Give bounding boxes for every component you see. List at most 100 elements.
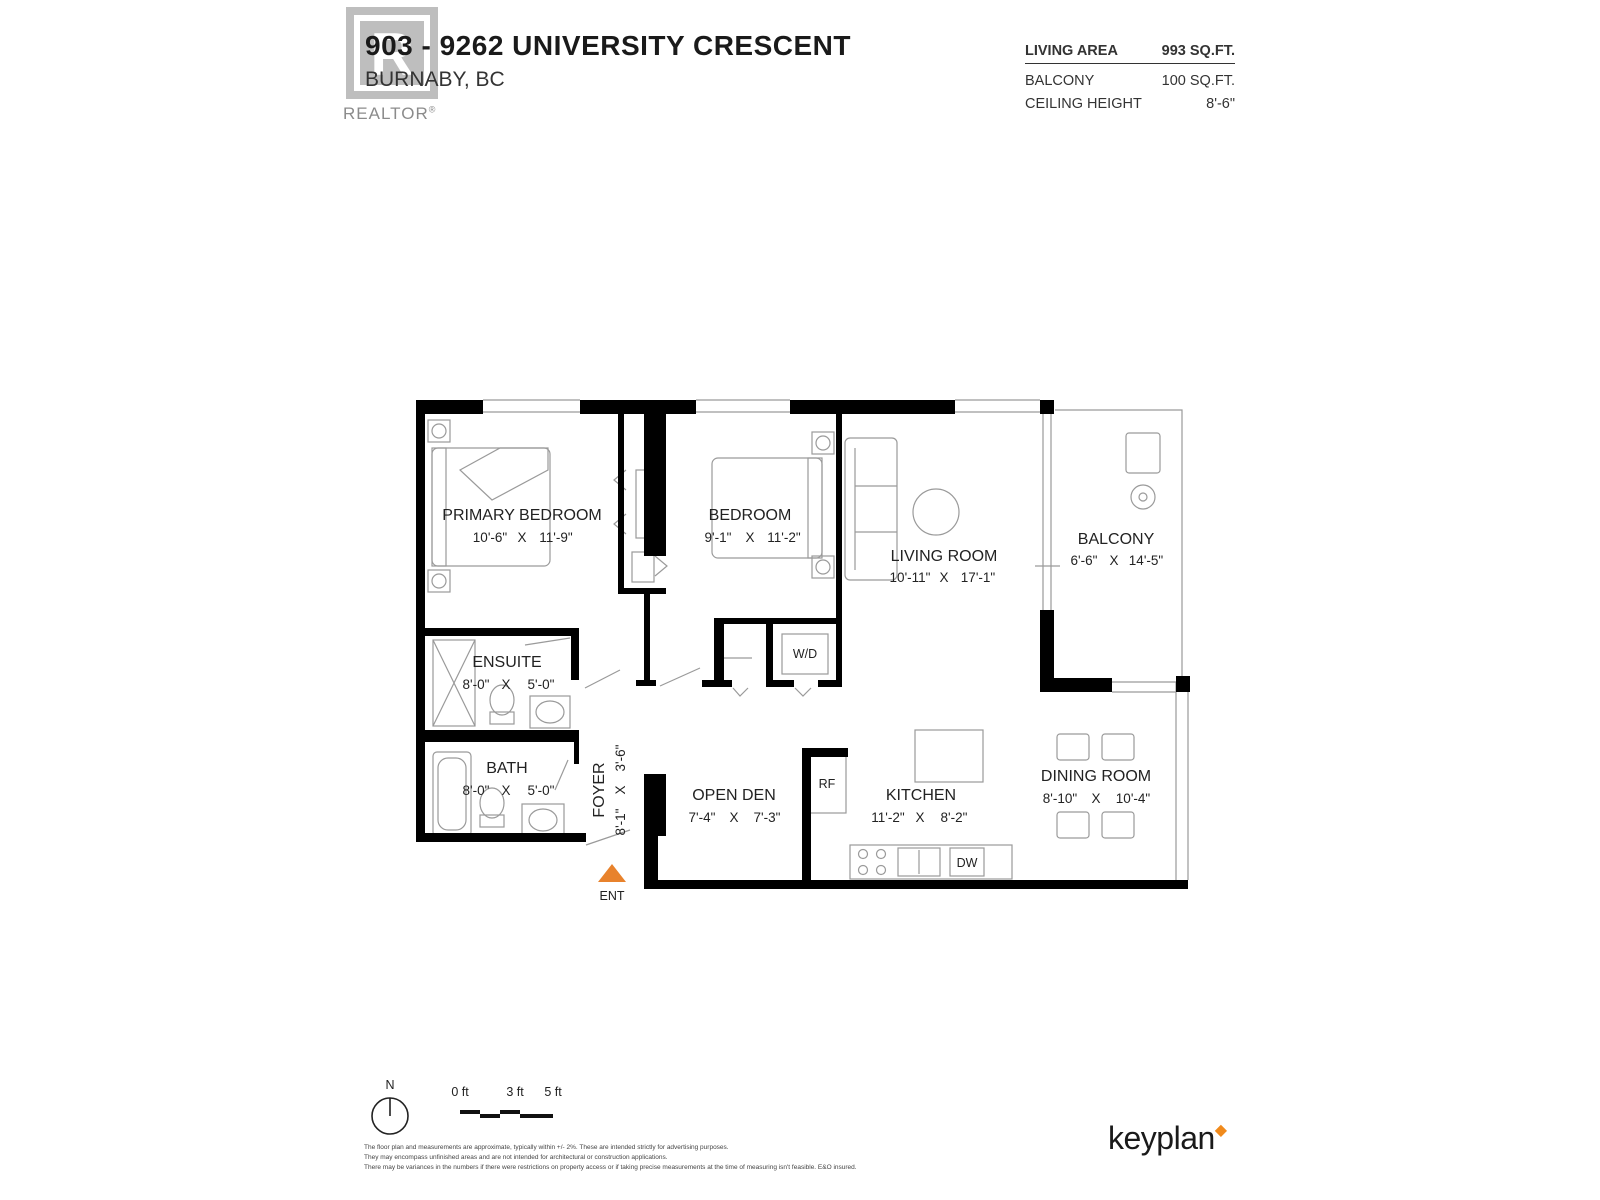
room-height: 5'-0" [528, 677, 555, 692]
wall [836, 414, 842, 686]
burner [875, 848, 887, 860]
stat-living-area: LIVING AREA 993 SQ.FT. [1025, 40, 1235, 64]
linen-door [722, 657, 812, 697]
balcony-table-dot [1138, 492, 1148, 502]
scale-label: 5 ft [544, 1085, 562, 1099]
nightstand [811, 431, 835, 455]
lamp-icon [815, 559, 831, 575]
compass-label: N [385, 1078, 394, 1092]
wall [644, 414, 666, 556]
toilet-tank [489, 711, 515, 725]
washer-dryer-label: W/D [793, 647, 817, 661]
closet-rod [631, 551, 655, 583]
wall [644, 594, 650, 684]
nightstand [427, 569, 451, 593]
sink-basin [535, 700, 565, 724]
wall [618, 414, 624, 594]
room-primary-bedroom: PRIMARY BEDROOM 10'-6" X 11'-9" [442, 507, 601, 545]
room-bath: BATH 8'-0" X 5'-0" [463, 760, 555, 798]
dishwasher-label: DW [957, 856, 978, 870]
room-width: 8'-10" [1043, 791, 1078, 806]
room-name: BATH [486, 760, 527, 777]
disclaimer-line: There may be variances in the numbers if… [364, 1164, 857, 1171]
keyplan-logo: keyplan◆ [1108, 1120, 1227, 1157]
stat-value: 8'-6" [1206, 96, 1235, 112]
burner [857, 864, 869, 876]
room-foyer: FOYER [591, 762, 608, 817]
dim-separator: X [1091, 791, 1100, 806]
wall [1176, 676, 1190, 692]
burner [857, 848, 869, 860]
registered-mark: ® [428, 104, 437, 115]
stat-balcony: BALCONY 100 SQ.FT. [1025, 70, 1235, 93]
scale-label: 3 ft [506, 1085, 524, 1099]
burner [875, 864, 887, 876]
washer-dryer [781, 633, 829, 675]
sink-basin [528, 808, 558, 832]
disclaimer: The floor plan and measurements are appr… [364, 1143, 1004, 1173]
dining-chair [1101, 733, 1135, 761]
disclaimer-line: The floor plan and measurements are appr… [364, 1144, 729, 1151]
shower [432, 639, 476, 727]
sink [529, 695, 571, 729]
lamp-icon [431, 423, 447, 439]
room-height: 5'-0" [528, 783, 555, 798]
wall [425, 730, 579, 742]
dim-separator: X [939, 570, 948, 585]
dining-window [1112, 681, 1176, 693]
dining-chair [1056, 733, 1090, 761]
bath-door [554, 759, 569, 791]
room-height: 8'-2" [941, 810, 968, 825]
wall [766, 680, 794, 687]
room-width: 11'-2" [871, 810, 905, 825]
room-living-room: LIVING ROOM 10'-11" X 17'-1" [890, 548, 998, 585]
room-width: 8'-0" [463, 783, 490, 798]
wall [644, 836, 658, 888]
room-open-den: OPEN DEN 7'-4" X 7'-3" [689, 787, 781, 825]
room-dining-room: DINING ROOM 8'-10" X 10'-4" [1041, 768, 1151, 806]
counter [849, 844, 1013, 880]
wall [702, 680, 732, 687]
room-width: 7'-4" [689, 810, 716, 825]
stat-value: 100 SQ.FT. [1161, 73, 1235, 89]
wall [790, 400, 955, 414]
page-subtitle: BURNABY, BC [365, 68, 505, 91]
wall [636, 680, 656, 686]
room-width: 10'-11" [890, 570, 931, 585]
nightstand [427, 419, 451, 443]
wall [644, 880, 1188, 889]
dim-separator: X [745, 530, 754, 545]
ensuite-door [524, 637, 571, 646]
entrance-arrow-icon [598, 864, 626, 882]
dim-separator: X [517, 530, 526, 545]
stat-label: CEILING HEIGHT [1025, 96, 1142, 112]
bathtub-inner [437, 757, 467, 831]
wall [416, 400, 425, 842]
toilet-tank [479, 814, 505, 828]
wall [571, 628, 579, 680]
wall [574, 740, 579, 764]
room-kitchen: KITCHEN 11'-2" X 8'-2" [871, 787, 967, 825]
dining-chair [1101, 811, 1135, 839]
coffee-table [912, 488, 960, 536]
toilet [479, 787, 505, 819]
balcony-table [1130, 484, 1156, 510]
realtor-logo-mark: R [370, 21, 413, 88]
primary-bed-headboard [431, 447, 447, 567]
wall [580, 400, 696, 414]
stat-ceiling-height: CEILING HEIGHT 8'-6" [1025, 93, 1235, 116]
dim-separator: X [729, 810, 738, 825]
bedroom-bed-headboard [807, 457, 823, 559]
room-width: 6'-6" [1071, 553, 1098, 568]
room-height: 7'-3" [754, 810, 781, 825]
wall [802, 748, 848, 757]
wall [1040, 610, 1054, 692]
wall [802, 748, 811, 880]
brand-accent-icon: ◆ [1214, 1122, 1227, 1139]
room-name: PRIMARY BEDROOM [442, 507, 601, 524]
wall [416, 400, 483, 414]
room-bedroom: BEDROOM 9'-1" X 11'-2" [705, 507, 801, 545]
dining-chair [1056, 811, 1090, 839]
wall [416, 833, 586, 842]
